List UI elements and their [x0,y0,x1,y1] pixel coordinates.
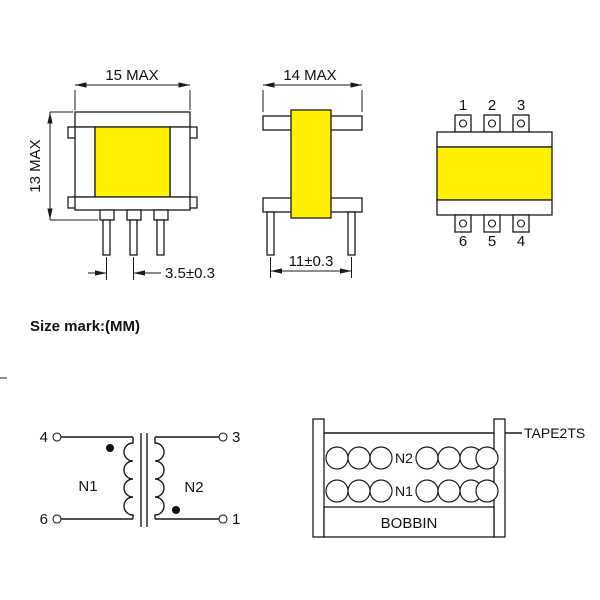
front-width-label: 15 MAX [105,67,158,84]
bobbin-flange-right [493,418,506,538]
wire-turn [415,446,439,470]
winding-row-n1: N1 [325,479,499,503]
bobbin-label: BOBBIN [381,515,438,532]
pin-view: 1 2 3 6 5 4 [436,97,553,250]
wire-turn [325,479,349,503]
schematic-pin-4: 4 [40,429,48,446]
bobbin-cross-section: N2 N1 BOBBIN TAPE2TS [312,418,585,538]
pin-right [156,219,165,256]
pin-number-1: 1 [459,97,467,114]
pin-number-6: 6 [459,233,467,250]
front-pin-pitch-label: 3.5±0.3 [165,265,215,282]
pin-number-5: 5 [488,233,496,250]
side-pin-pitch-dimension: 11±0.3 [270,253,352,278]
core-leg-right [169,126,191,198]
polarity-dot-primary [106,444,114,452]
pin-hole [516,119,526,128]
pin-hole [458,219,468,228]
front-pin-pitch-dimension: 3.5±0.3 [88,257,215,282]
wire-turn [475,479,499,503]
side-width-label: 14 MAX [283,67,336,84]
bobbin-flange-strip-bottom [436,199,553,216]
pin-hole [458,119,468,128]
secondary-coil [154,437,165,519]
core-leg-left [74,126,96,198]
wire-turn [347,446,371,470]
pin-hole [487,119,497,128]
schematic-pin-6: 6 [40,511,48,528]
cross-section-n1-label: N1 [395,483,413,499]
pin-number-4: 4 [517,233,525,250]
terminal-circle-4 [52,432,62,442]
wire-turn [437,446,461,470]
pin-number-3: 3 [517,97,525,114]
bobbin-base [323,506,495,538]
side-view: 14 MAX 11±0.3 [262,67,363,278]
front-height-label: 13 MAX [27,139,44,192]
terminal-circle-3 [218,432,228,442]
winding-schematic: 4 6 3 1 N1 N2 [40,429,241,528]
standoff-right [153,209,169,221]
primary-coil [123,437,134,519]
wire-turn [325,446,349,470]
standoff-middle [126,209,142,221]
schematic-pin-1: 1 [232,511,240,528]
secondary-winding-label: N2 [184,479,203,496]
winding-area [436,146,553,201]
cross-section-n2-label: N2 [395,450,413,466]
wire-turn [475,446,499,470]
pin-hole [487,219,497,228]
bobbin-base-bar [74,196,191,211]
polarity-dot-secondary [172,506,180,514]
side-width-dimension: 14 MAX [262,67,363,112]
wire-turn [437,479,461,503]
wire-turn [415,479,439,503]
terminal-circle-6 [52,514,62,524]
size-mark-note: Size mark:(MM) [30,318,140,335]
pin-left [102,219,111,256]
winding-column [290,109,332,219]
schematic-pin-3: 3 [232,429,240,446]
front-width-dimension: 15 MAX [74,67,191,110]
core-top-bar [74,111,191,128]
pin-number-2: 2 [488,97,496,114]
wire-turn [347,479,371,503]
front-view: 15 MAX 13 MAX [27,67,215,282]
pin-middle [129,219,138,256]
winding-row-n2: N2 [325,446,499,470]
tape-label: TAPE2TS [524,425,585,441]
side-pin-pitch-label: 11±0.3 [289,253,334,270]
wire-turn [369,479,393,503]
standoff-left [99,209,115,221]
primary-winding-label: N1 [78,478,97,495]
pin-rear [347,211,356,256]
side-view-body [262,109,363,256]
pin-front [266,211,275,256]
terminal-circle-1 [218,514,228,524]
pin-hole [516,219,526,228]
front-view-body [67,111,198,256]
front-height-dimension: 13 MAX [27,111,98,221]
bobbin-flange-left [312,418,325,538]
winding-window [94,126,171,198]
bobbin-flange-strip-top [436,131,553,148]
wire-turn [369,446,393,470]
